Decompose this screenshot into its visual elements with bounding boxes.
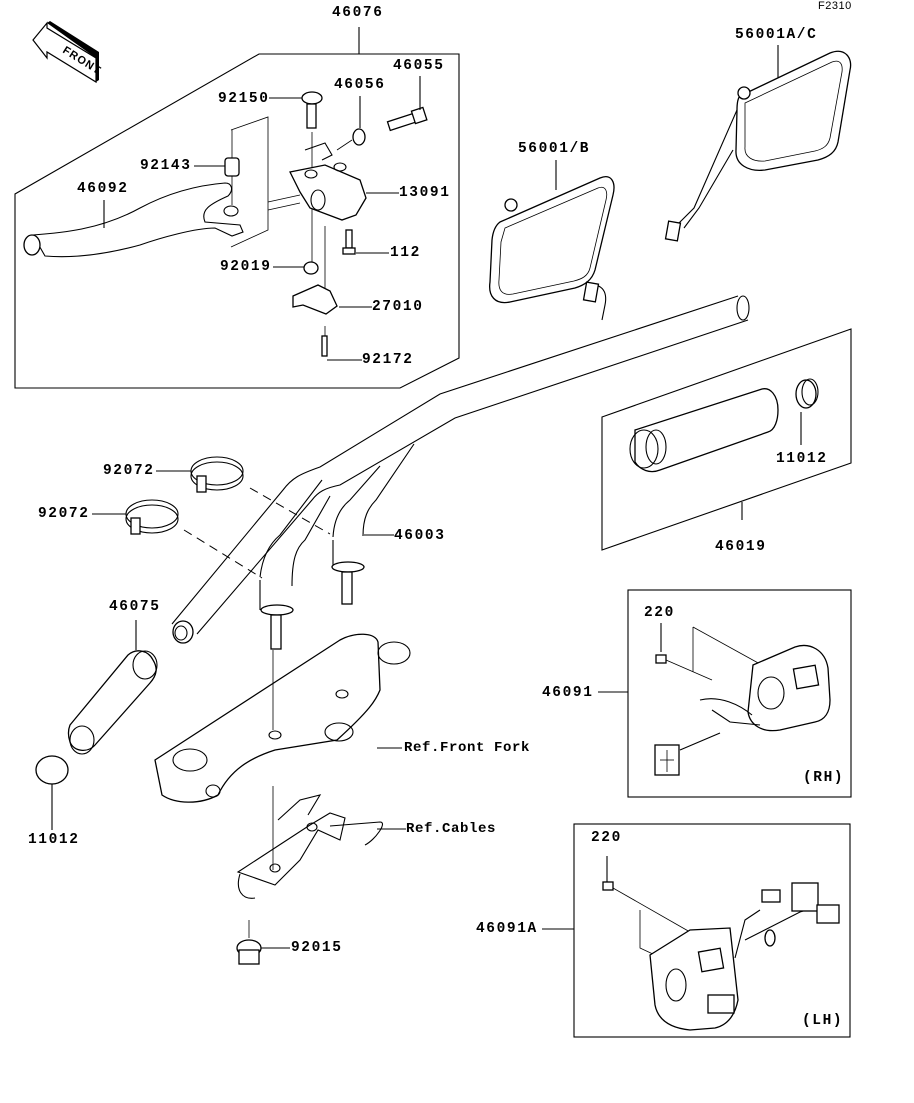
- part-92143-collar: [194, 116, 301, 248]
- callout-46075[interactable]: 46075: [109, 599, 161, 615]
- callout-11012-grip[interactable]: 11012: [776, 451, 828, 467]
- callout-92019[interactable]: 92019: [220, 259, 272, 275]
- part-11012-end-cap: [35, 755, 69, 830]
- group-box-46091: [598, 589, 852, 798]
- callout-220-lh[interactable]: 220: [591, 830, 622, 846]
- ref-front-fork-label[interactable]: Ref.Front Fork: [404, 740, 531, 756]
- part-56001ac-mirror: [664, 45, 852, 242]
- callout-46076[interactable]: 46076: [332, 5, 384, 21]
- ref-front-fork-bracket: [154, 633, 411, 803]
- callout-46091[interactable]: 46091: [542, 685, 594, 701]
- part-92172-screw: [321, 326, 362, 361]
- figure-code: F2310: [818, 0, 852, 12]
- part-46003-handlebar: [171, 295, 750, 650]
- callout-92150[interactable]: 92150: [218, 91, 270, 107]
- part-46055-bolt: [386, 76, 428, 132]
- front-arrow-icon: FRONT: [32, 21, 103, 84]
- part-46056-adjuster: [336, 96, 366, 151]
- group-box-46076: [14, 27, 460, 389]
- callout-11012-end-cap[interactable]: 11012: [28, 832, 80, 848]
- callout-56001ac[interactable]: 56001A/C: [735, 27, 818, 43]
- callout-92143[interactable]: 92143: [140, 158, 192, 174]
- callout-46056[interactable]: 46056: [334, 77, 386, 93]
- callout-46091a[interactable]: 46091A: [476, 921, 538, 937]
- part-92072-clamp-upper: [156, 456, 331, 535]
- part-46075-grip: [67, 620, 158, 755]
- callout-220-rh[interactable]: 220: [644, 605, 675, 621]
- callout-112[interactable]: 112: [390, 245, 421, 261]
- callout-56001b[interactable]: 56001/B: [518, 141, 591, 157]
- part-92150-pin: [269, 91, 323, 264]
- side-label-lh: (LH): [802, 1013, 844, 1029]
- callout-46055[interactable]: 46055: [393, 58, 445, 74]
- part-56001b-mirror: [489, 160, 615, 321]
- group-box-46091a: [542, 823, 851, 1038]
- callout-92172[interactable]: 92172: [362, 352, 414, 368]
- callout-27010[interactable]: 27010: [372, 299, 424, 315]
- ref-cables-label[interactable]: Ref.Cables: [406, 821, 497, 837]
- part-27010-switch: [292, 226, 372, 315]
- part-13091-holder: [289, 142, 399, 221]
- part-112-screw: [342, 229, 389, 255]
- ref-cables-bracket: [236, 786, 406, 899]
- callout-92015[interactable]: 92015: [291, 940, 343, 956]
- part-92019-nut: [273, 261, 319, 275]
- callout-13091[interactable]: 13091: [399, 185, 451, 201]
- callout-46003[interactable]: 46003: [394, 528, 446, 544]
- part-92015-nut: [236, 920, 290, 965]
- callout-46019[interactable]: 46019: [715, 539, 767, 555]
- side-label-rh: (RH): [803, 770, 845, 786]
- part-92072-clamp-lower: [92, 499, 263, 579]
- callout-46092[interactable]: 46092: [77, 181, 129, 197]
- part-46092-lever: [23, 182, 244, 258]
- callout-92072-upper[interactable]: 92072: [103, 463, 155, 479]
- group-box-46019: [601, 328, 852, 551]
- callout-92072-lower[interactable]: 92072: [38, 506, 90, 522]
